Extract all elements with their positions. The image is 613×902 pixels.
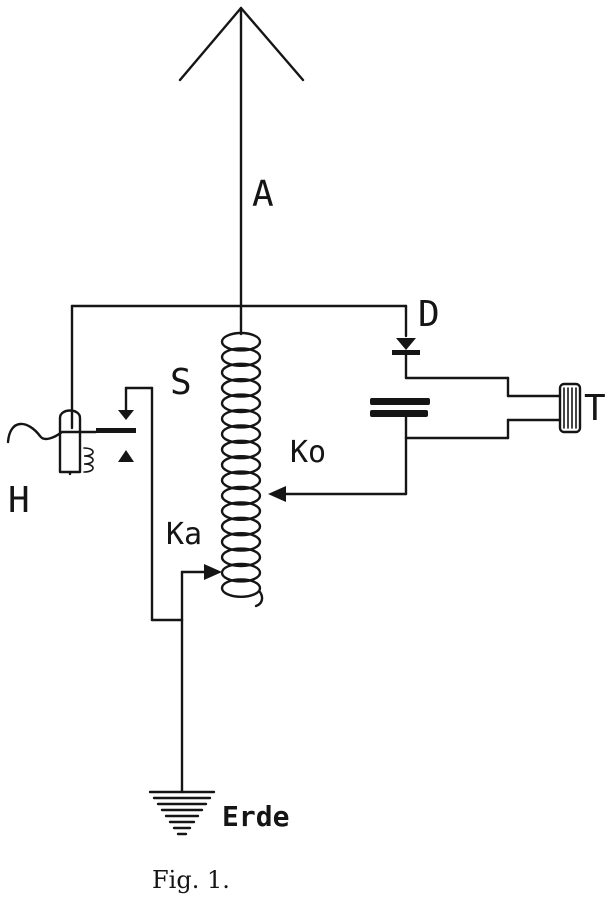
switch xyxy=(124,386,184,622)
label-antenna: A xyxy=(252,174,274,215)
coil-turn xyxy=(220,347,262,367)
figure-caption: Fig. 1. xyxy=(152,866,230,894)
top-wire xyxy=(70,304,408,430)
coupling-slider-ko xyxy=(268,486,408,502)
coil-turn xyxy=(220,393,262,414)
label-coupling-ko: Ko xyxy=(290,435,326,470)
label-handset: H xyxy=(8,480,30,521)
capacitor xyxy=(370,376,510,496)
detector xyxy=(392,338,420,380)
label-telephone: T xyxy=(584,388,606,429)
label-switch: S xyxy=(170,362,192,403)
label-detector: D xyxy=(418,294,440,335)
coil-turn xyxy=(220,532,262,552)
coil-turn xyxy=(220,408,262,429)
coil xyxy=(220,316,264,608)
telephone-receiver xyxy=(506,376,582,440)
coupling-slider-ka xyxy=(180,564,222,622)
earth-ground xyxy=(148,618,216,836)
coil-turn xyxy=(220,547,262,568)
label-earth: Erde xyxy=(222,800,289,833)
antenna xyxy=(178,6,305,320)
coil-turn xyxy=(220,470,262,491)
coil-turn xyxy=(220,424,262,444)
label-coupling-ka: Ka xyxy=(166,517,202,552)
coil-turn xyxy=(220,485,262,506)
coil-turn xyxy=(220,439,262,460)
coil-turn xyxy=(220,501,262,521)
coil-turn xyxy=(220,454,262,475)
coil-turn xyxy=(220,377,262,398)
coil-turn xyxy=(220,516,262,537)
coil-turn xyxy=(220,562,262,583)
handset xyxy=(6,409,136,476)
coil-turn xyxy=(220,362,262,383)
coil-turn xyxy=(220,331,262,352)
coil-turn xyxy=(220,578,262,598)
coil-lead-bottom xyxy=(254,590,264,608)
